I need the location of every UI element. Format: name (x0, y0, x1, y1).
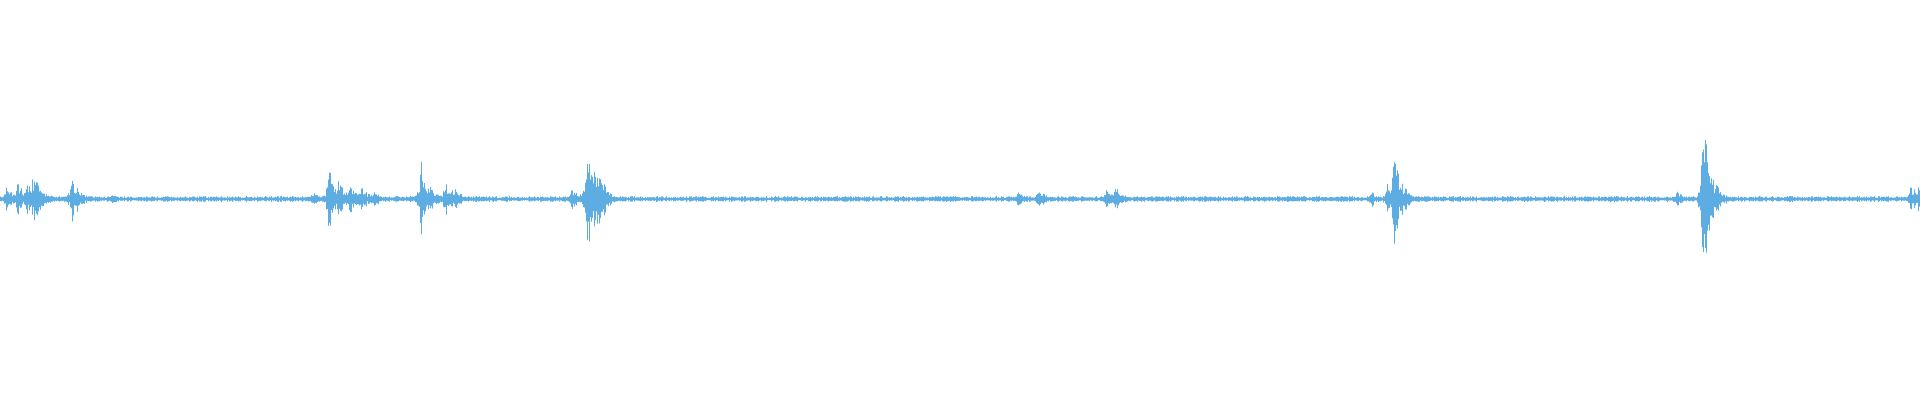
waveform-samples (0, 139, 1920, 253)
